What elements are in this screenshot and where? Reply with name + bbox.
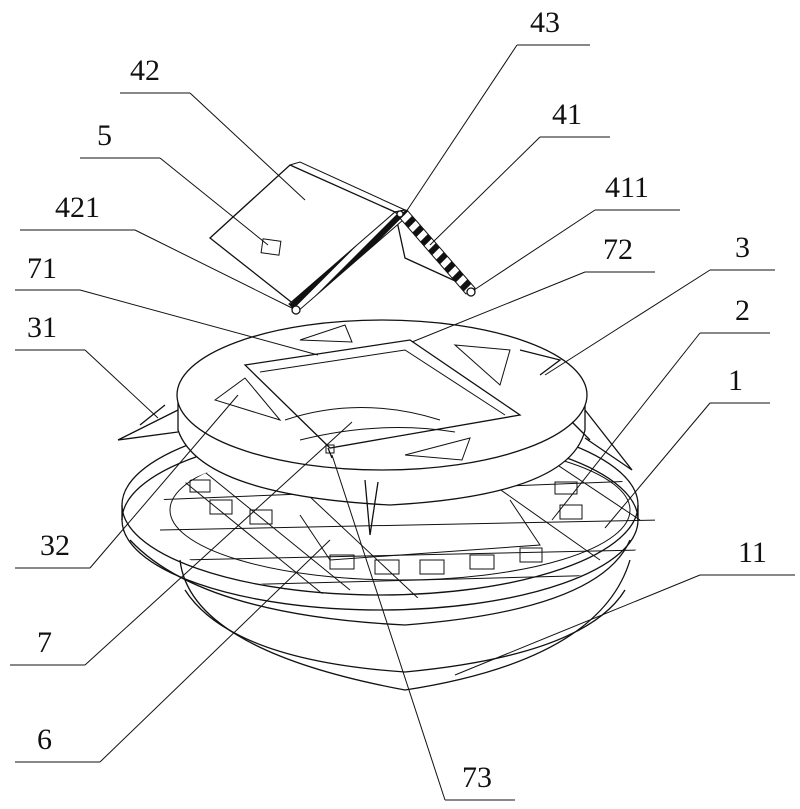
label-1: 1 bbox=[728, 364, 743, 397]
label-421: 421 bbox=[55, 191, 100, 224]
label-31: 31 bbox=[27, 311, 57, 344]
label-411: 411 bbox=[605, 171, 649, 204]
label-71: 71 bbox=[27, 252, 57, 285]
label-6: 6 bbox=[37, 723, 52, 756]
lid-panels bbox=[210, 162, 475, 314]
label-73: 73 bbox=[462, 761, 492, 794]
label-43: 43 bbox=[530, 6, 560, 39]
label-11: 11 bbox=[738, 536, 767, 569]
label-72: 72 bbox=[603, 233, 633, 266]
label-3: 3 bbox=[735, 231, 750, 264]
label-2: 2 bbox=[735, 294, 750, 327]
label-5: 5 bbox=[97, 119, 112, 152]
label-41: 41 bbox=[552, 98, 582, 131]
cover-plate bbox=[118, 320, 632, 535]
label-32: 32 bbox=[40, 529, 70, 562]
label-7: 7 bbox=[37, 626, 52, 659]
label-42: 42 bbox=[130, 54, 160, 87]
